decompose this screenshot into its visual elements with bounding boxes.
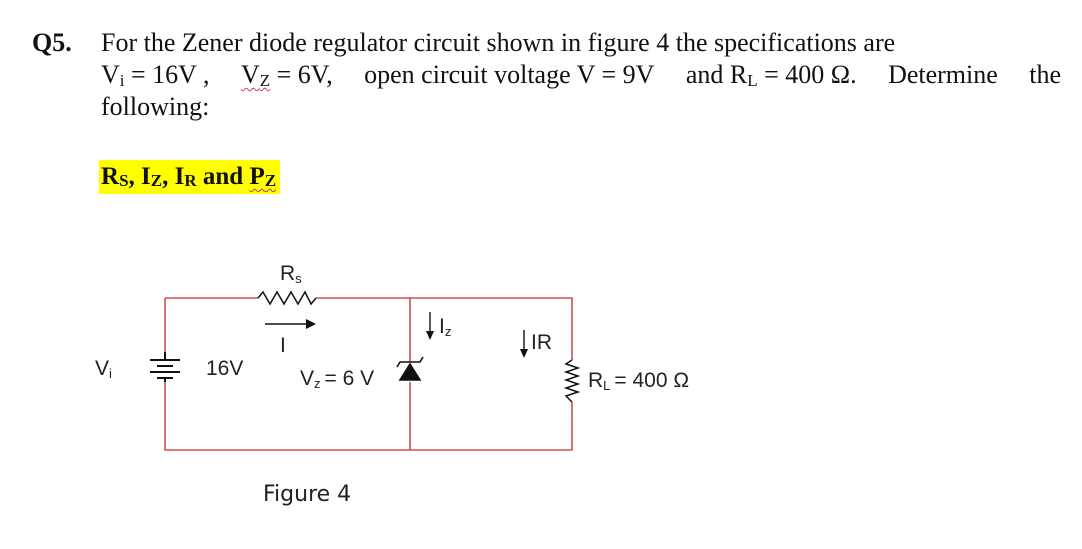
rl-label: RL= 400 Ω — [588, 369, 689, 393]
ir-arrow — [520, 330, 528, 358]
question-line-3: following: — [101, 92, 210, 121]
series-resistor — [257, 290, 317, 306]
requested-quantities: RS, IZ, IR and PZ — [99, 160, 281, 194]
vz-label: Vz= 6 V — [300, 367, 374, 391]
circuit-wires — [164, 297, 573, 451]
rl-spec: and RL = 400 Ω. — [685, 60, 857, 90]
ir-label: IR — [531, 331, 552, 354]
vi-spec: Vi = 16V , — [101, 60, 210, 90]
current-arrow — [265, 319, 316, 329]
question-line-1: For the Zener diode regulator circuit sh… — [101, 28, 896, 57]
determine-word: Determine — [888, 60, 998, 89]
the-word: the — [1029, 60, 1061, 89]
open-circuit-spec: open circuit voltage V = 9V — [364, 60, 655, 89]
vz-spec: VZ = 6V, — [240, 60, 333, 90]
question-line-2: Vi = 16V , VZ = 6V, open circuit voltage… — [101, 59, 1061, 97]
source-voltage-label: 16V — [206, 357, 243, 380]
battery-symbol — [150, 352, 180, 382]
question-number: Q5. — [32, 28, 72, 57]
zener-diode — [396, 356, 424, 381]
iz-arrow — [426, 312, 434, 340]
iz-label: Iz — [439, 315, 451, 339]
current-label: I — [280, 334, 286, 357]
rs-label: Rs — [280, 262, 302, 286]
load-resistor — [563, 359, 581, 403]
figure-caption: Figure 4 — [263, 482, 351, 507]
vi-source-label: Vi — [95, 357, 112, 381]
